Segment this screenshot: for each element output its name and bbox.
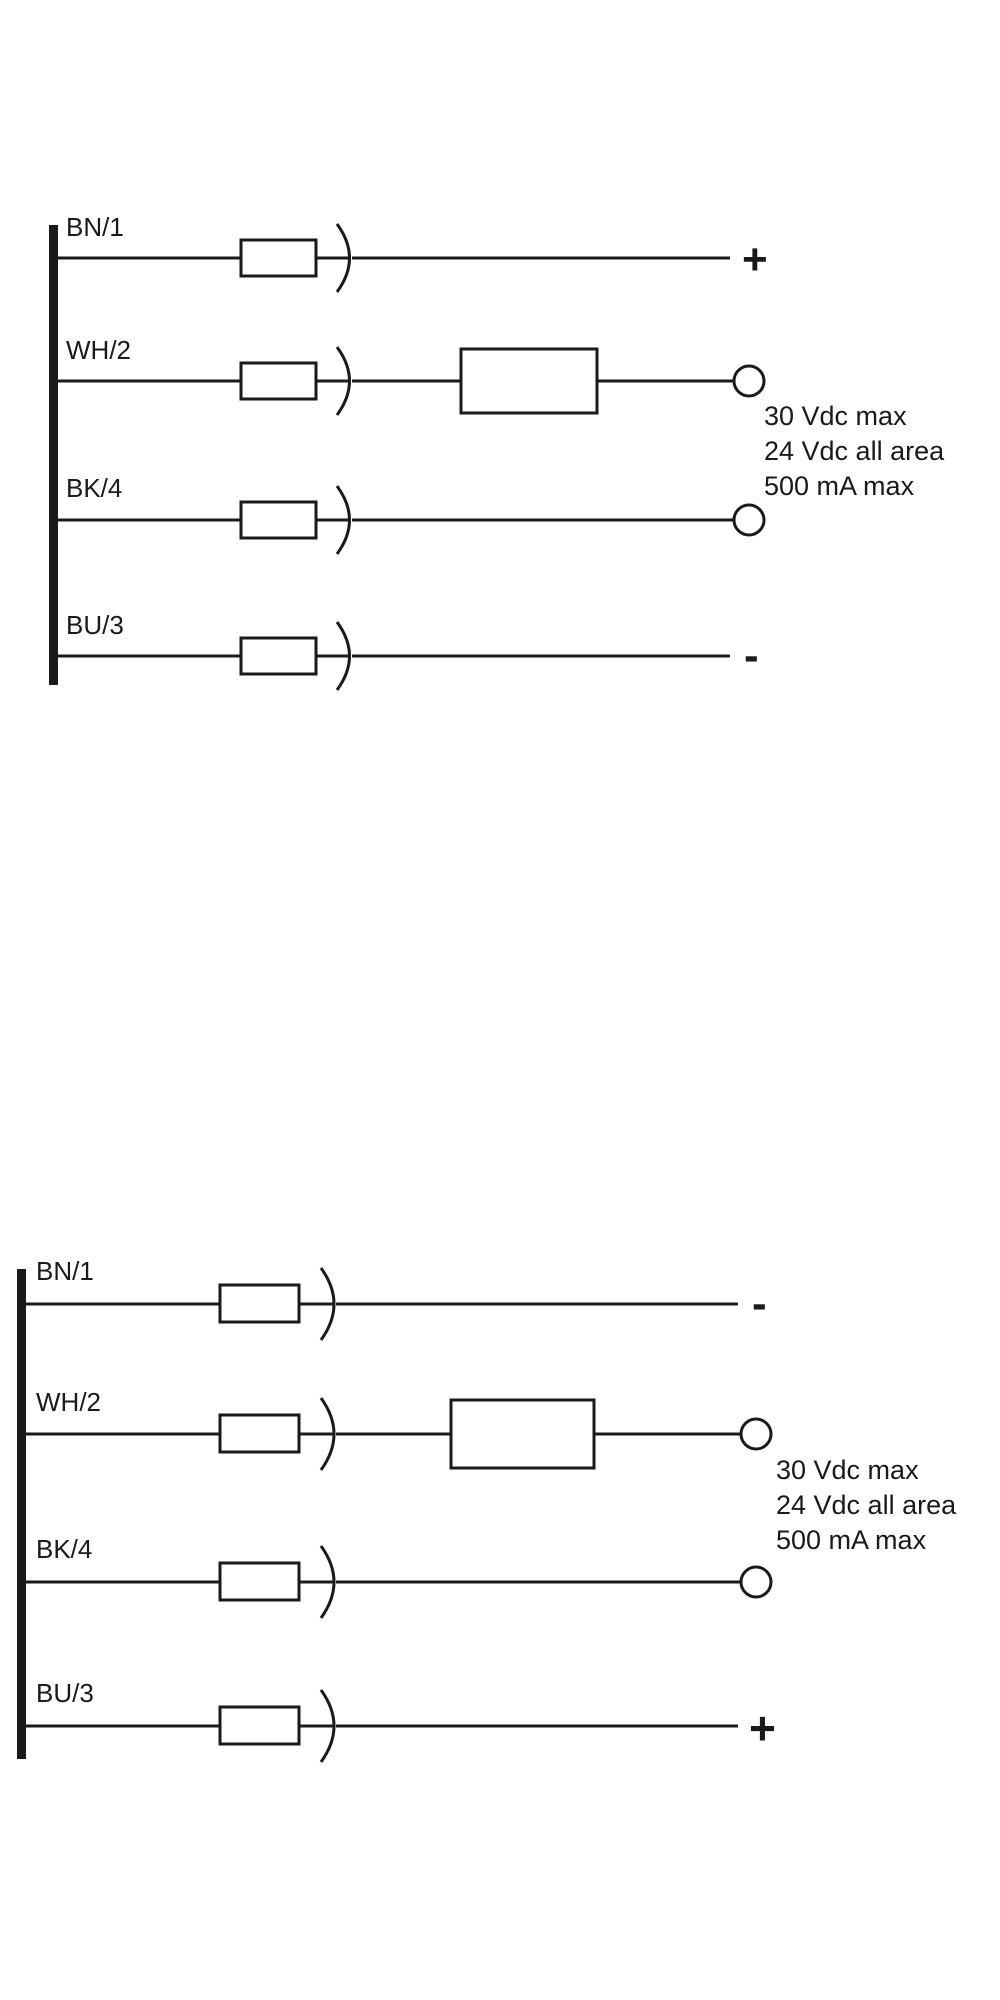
spec-line: 24 Vdc all area bbox=[776, 1490, 957, 1520]
load-symbol bbox=[449, 1398, 596, 1470]
resistor-symbol bbox=[218, 1705, 301, 1746]
connector-bus-bar bbox=[49, 225, 58, 685]
spec-line: 500 mA max bbox=[764, 471, 915, 501]
wire-label: BK/4 bbox=[36, 1534, 92, 1564]
connector-bus-bar bbox=[17, 1269, 26, 1759]
svg-text:+: + bbox=[742, 235, 768, 284]
wire-row-bu3: BU/3 + bbox=[26, 1678, 776, 1763]
load-symbol bbox=[459, 347, 599, 415]
resistor-symbol bbox=[218, 1413, 301, 1454]
wire-label: WH/2 bbox=[36, 1387, 101, 1417]
connector-contact-symbol bbox=[335, 621, 351, 691]
connector-contact-symbol bbox=[319, 1545, 336, 1619]
resistor-symbol bbox=[239, 500, 318, 540]
minus-terminal-symbol: - bbox=[744, 631, 759, 680]
wire-label: WH/2 bbox=[66, 335, 131, 365]
wire-row-bk4: BK/4 bbox=[26, 1534, 773, 1619]
connector-contact-symbol bbox=[335, 485, 351, 555]
output-terminal-circle bbox=[739, 1565, 773, 1599]
connector-contact-symbol bbox=[319, 1267, 336, 1341]
spec-line: 500 mA max bbox=[776, 1525, 927, 1555]
wire-label: BN/1 bbox=[36, 1256, 94, 1286]
resistor-symbol bbox=[218, 1283, 301, 1324]
resistor-symbol bbox=[239, 238, 318, 278]
svg-text:-: - bbox=[744, 631, 759, 680]
connector-contact-symbol bbox=[319, 1689, 336, 1763]
output-terminal-circle bbox=[732, 503, 766, 537]
wire-row-bu3: BU/3 - bbox=[58, 610, 759, 691]
connector-contact-symbol bbox=[335, 223, 351, 293]
wire-row-bn1: BN/1 + bbox=[58, 212, 768, 293]
svg-text:+: + bbox=[749, 1702, 776, 1754]
output-terminal-circle bbox=[732, 364, 766, 398]
wire-row-wh2: WH/2 bbox=[58, 335, 766, 416]
minus-terminal-symbol: - bbox=[752, 1279, 767, 1328]
wire-label: BK/4 bbox=[66, 473, 122, 503]
connector-contact-symbol bbox=[319, 1397, 336, 1471]
spec-line: 30 Vdc max bbox=[764, 401, 907, 431]
resistor-symbol bbox=[239, 636, 318, 676]
wiring-diagram-2: BN/1 - WH/2 BK/4 bbox=[17, 1256, 957, 1763]
electrical-specs: 30 Vdc max 24 Vdc all area 500 mA max bbox=[776, 1455, 957, 1555]
spec-line: 30 Vdc max bbox=[776, 1455, 919, 1485]
output-terminal-circle bbox=[739, 1417, 773, 1451]
wire-label: BU/3 bbox=[36, 1678, 94, 1708]
wire-label: BU/3 bbox=[66, 610, 124, 640]
wiring-diagram-1: BN/1 + WH/2 BK/4 bbox=[49, 212, 945, 691]
connector-contact-symbol bbox=[335, 346, 351, 416]
plus-terminal-symbol: + bbox=[749, 1702, 776, 1754]
svg-text:-: - bbox=[752, 1279, 767, 1328]
wire-label: BN/1 bbox=[66, 212, 124, 242]
spec-line: 24 Vdc all area bbox=[764, 436, 945, 466]
wire-row-bk4: BK/4 bbox=[58, 473, 766, 555]
wire-row-bn1: BN/1 - bbox=[26, 1256, 767, 1341]
resistor-symbol bbox=[239, 361, 318, 401]
resistor-symbol bbox=[218, 1561, 301, 1602]
electrical-specs: 30 Vdc max 24 Vdc all area 500 mA max bbox=[764, 401, 945, 501]
wire-row-wh2: WH/2 bbox=[26, 1387, 773, 1471]
plus-terminal-symbol: + bbox=[742, 235, 768, 284]
